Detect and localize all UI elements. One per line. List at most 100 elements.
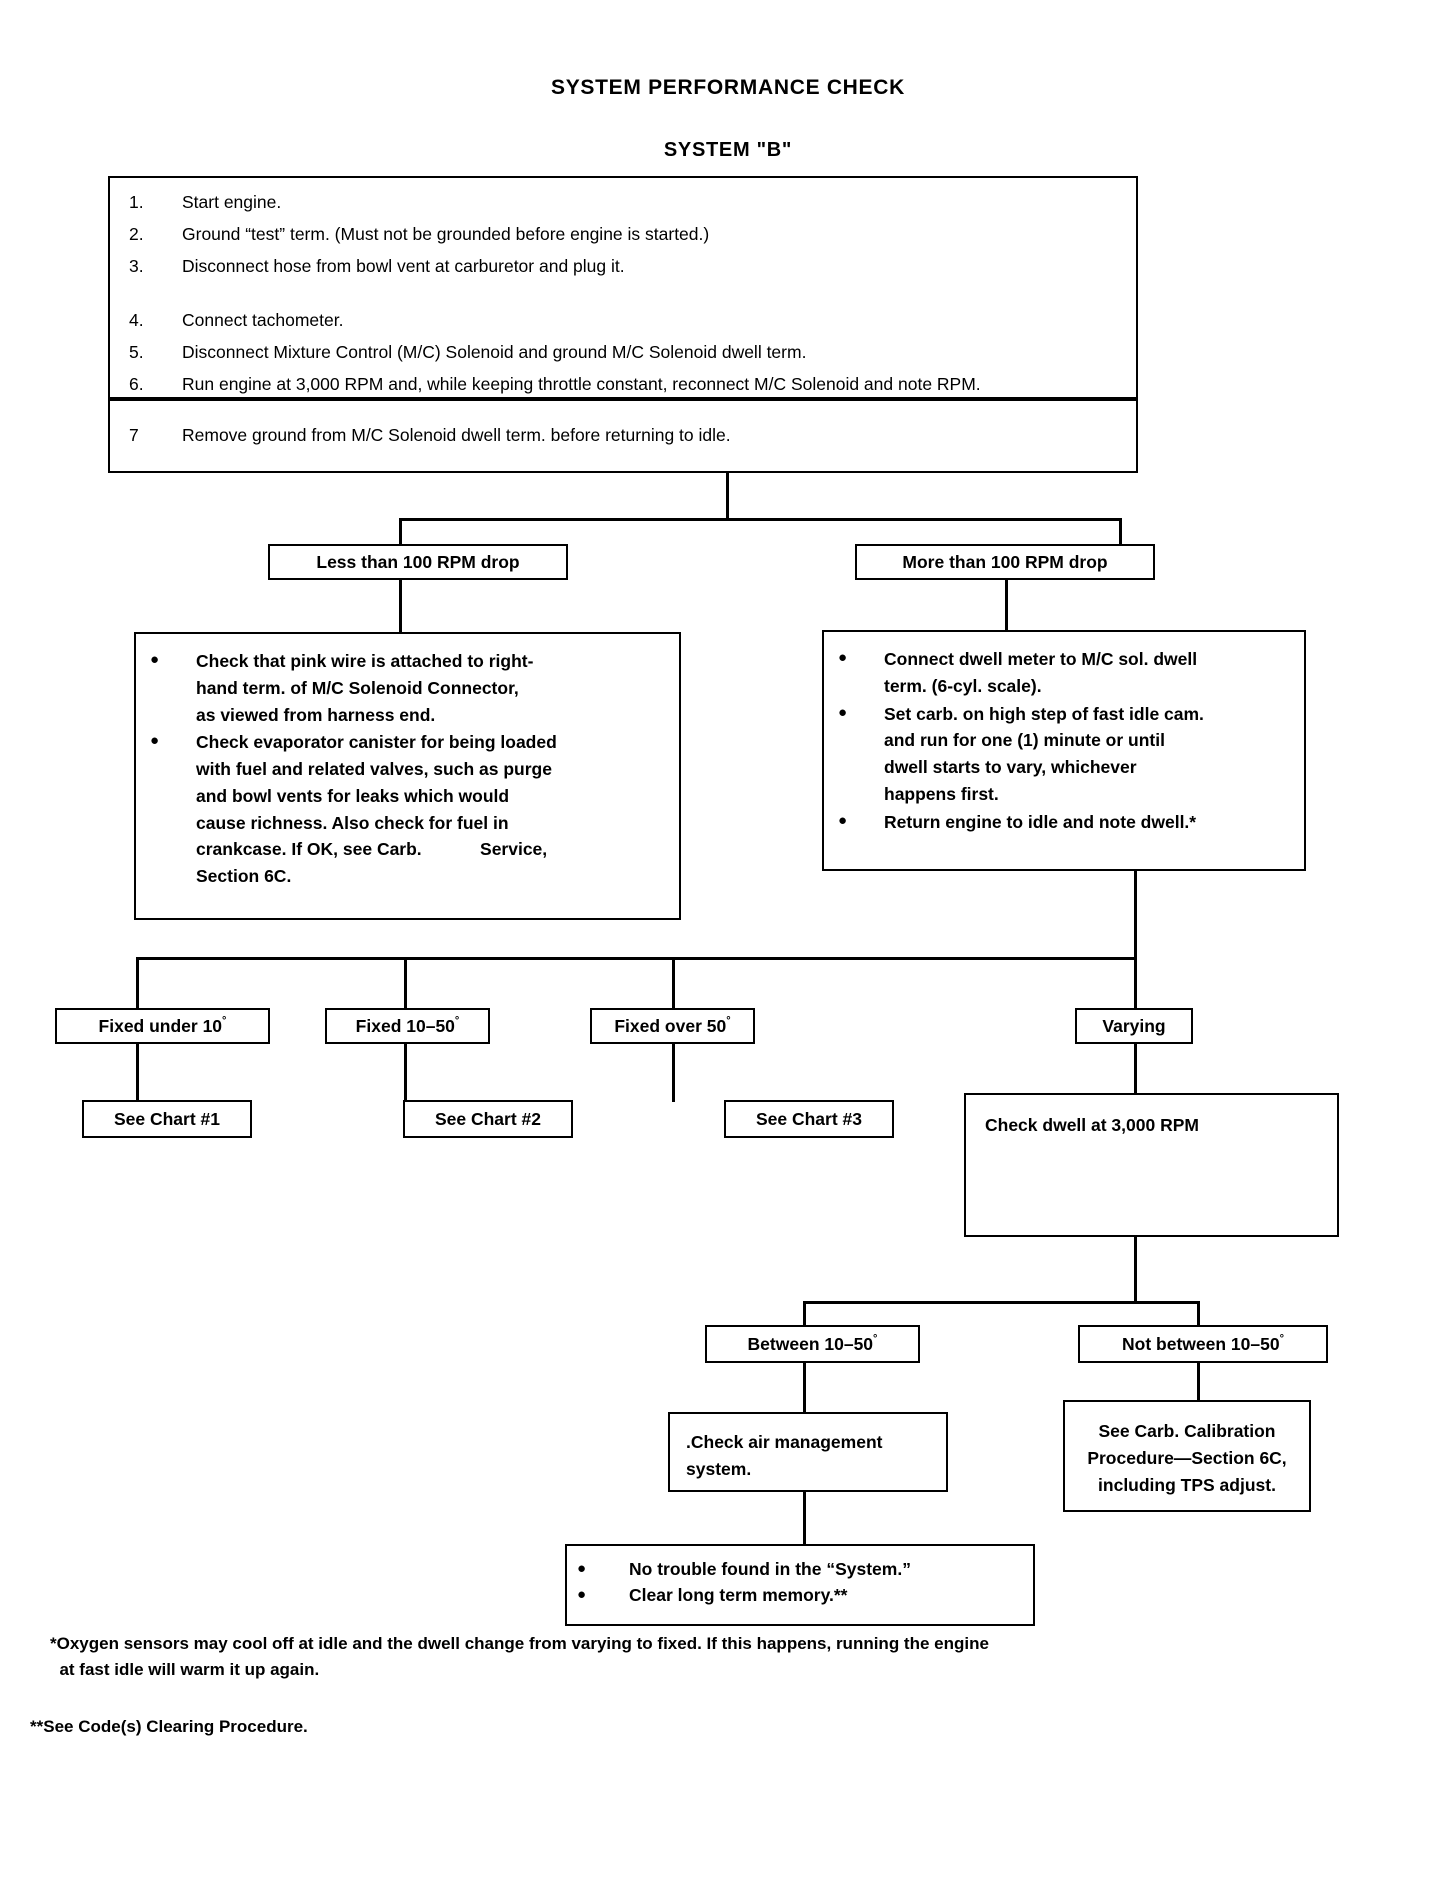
step-number: 2. — [129, 224, 144, 244]
connector-less-down — [399, 518, 402, 548]
bullet-dot-icon: ● — [150, 651, 160, 668]
bullet-item: ● Set carb. on high step of fast idle ca… — [838, 701, 1294, 808]
bullet-text: Check evaporator canister for being load… — [196, 729, 669, 890]
bullet-dot-icon: ● — [577, 1586, 587, 1604]
result-fixed-10-50[interactable]: Fixed 10–50° — [325, 1008, 490, 1044]
step-number: 4. — [129, 310, 144, 330]
step-text: Remove ground from M/C Solenoid dwell te… — [182, 425, 731, 445]
step-number: 3. — [129, 256, 144, 276]
bullet-line: Set carb. on high step of fast idle cam. — [884, 703, 1204, 724]
bullet-text: Return engine to idle and note dwell.* — [884, 809, 1294, 836]
bullet-line: with fuel and related valves, such as pu… — [196, 759, 552, 780]
bullet-line: and bowl vents for leaks which would — [196, 785, 510, 806]
branch-label: More than 100 RPM drop — [902, 551, 1108, 572]
footnote-line: **See Code(s) Clearing Procedure. — [30, 1717, 308, 1736]
connector-dwell-branch-split — [803, 1301, 1200, 1304]
chart-ref-label: See Chart #2 — [434, 1108, 542, 1129]
connector-air-to-notrouble — [803, 1492, 806, 1556]
bullet-item: ● Check evaporator canister for being lo… — [150, 729, 669, 890]
see-chart-2-box[interactable]: See Chart #2 — [403, 1100, 573, 1138]
connector-between-down — [803, 1301, 806, 1328]
see-chart-1-box[interactable]: See Chart #1 — [82, 1100, 252, 1138]
bullet-line: hand term. of M/C Solenoid Connector, — [196, 677, 519, 698]
procedure-steps-box: 1. Start engine. 2. Ground “test” term. … — [108, 176, 1138, 399]
bullet-line: Return engine to idle and note dwell.* — [884, 811, 1197, 832]
bullet-line: cause richness. Also check for fuel in — [196, 812, 509, 833]
connector-steps-down — [726, 473, 729, 518]
air-management-line: .Check air management — [686, 1432, 883, 1452]
step-text: Ground “test” term. (Must not be grounde… — [182, 224, 710, 244]
procedure-step7-box: 7 Remove ground from M/C Solenoid dwell … — [108, 399, 1138, 473]
step-number: 1. — [129, 192, 144, 212]
bullet-line: Clear long term memory.** — [629, 1585, 848, 1606]
connector-to-chart2 — [404, 1044, 407, 1102]
check-dwell-line: Check dwell at 3,000 RPM — [985, 1115, 1199, 1135]
bullet-item: ● Clear long term memory.** — [577, 1583, 1025, 1608]
bullet-line: Connect dwell meter to M/C sol. dwell — [884, 649, 1198, 669]
footnote-oxygen-sensors: *Oxygen sensors may cool off at idle and… — [50, 1631, 1410, 1684]
result-varying[interactable]: Varying — [1075, 1008, 1193, 1044]
bullet-text: Set carb. on high step of fast idle cam.… — [884, 701, 1294, 808]
connector-not-between-down — [1197, 1301, 1200, 1328]
page-title: SYSTEM PERFORMANCE CHECK — [551, 76, 905, 99]
result-label: Fixed under 10 — [98, 1015, 223, 1036]
branch-more-than-100-rpm[interactable]: More than 100 RPM drop — [855, 544, 1155, 580]
branch-label: Not between 10–50 — [1122, 1333, 1280, 1354]
bullet-item: ● Return engine to idle and note dwell.* — [838, 809, 1294, 836]
bullet-line: and run for one (1) minute or until — [884, 730, 1165, 751]
check-air-management-box: .Check air management system. — [668, 1412, 948, 1492]
connector-fixed-under-down — [136, 957, 139, 1011]
connector-less-to-checks — [399, 580, 402, 632]
bullet-text: Check that pink wire is attached to righ… — [196, 648, 669, 728]
connector-rpm-split — [399, 518, 1122, 521]
connector-dwell-results-split — [136, 957, 1136, 960]
connector-more-down — [1119, 518, 1122, 548]
bullet-dot-icon: ● — [150, 732, 160, 750]
step-text: Disconnect Mixture Control (M/C) Solenoi… — [182, 342, 807, 362]
footnote-clearing-procedure: **See Code(s) Clearing Procedure. — [30, 1714, 1390, 1740]
carb-calibration-line: See Carb. Calibration — [1098, 1421, 1276, 1441]
result-fixed-over-50[interactable]: Fixed over 50° — [590, 1008, 755, 1044]
step-text: Disconnect hose from bowl vent at carbur… — [182, 256, 625, 276]
bullet-line: as viewed from harness end. — [196, 704, 436, 725]
branch-not-between-10-50[interactable]: Not between 10–50° — [1078, 1325, 1328, 1363]
see-chart-3-box[interactable]: See Chart #3 — [724, 1100, 894, 1138]
bullet-text: No trouble found in the “System.” — [629, 1557, 1025, 1582]
result-label: Fixed 10–50 — [355, 1015, 455, 1036]
bullet-item: ● Connect dwell meter to M/C sol. dwell … — [838, 646, 1294, 700]
connector-between-to-air — [803, 1363, 806, 1425]
bullet-item: ● No trouble found in the “System.” — [577, 1557, 1025, 1582]
connector-more-to-checks — [1005, 580, 1008, 630]
connector-fixed-mid-down — [404, 957, 407, 1011]
bullet-line: No trouble found in the “System.” — [629, 1559, 911, 1579]
branch-less-than-100-rpm[interactable]: Less than 100 RPM drop — [268, 544, 568, 580]
chart-ref-label: See Chart #1 — [113, 1108, 221, 1129]
bullet-line: term. (6-cyl. scale). — [884, 675, 1042, 696]
bullet-line: Section 6C. — [196, 866, 292, 887]
bullet-text: Connect dwell meter to M/C sol. dwell te… — [884, 646, 1294, 700]
connector-varying-down — [1134, 957, 1137, 1011]
step-number: 6. — [129, 374, 144, 394]
carb-calibration-line: including TPS adjust. — [1098, 1475, 1276, 1496]
branch-between-10-50[interactable]: Between 10–50° — [705, 1325, 920, 1363]
step-text: Run engine at 3,000 RPM and, while keepi… — [182, 374, 981, 394]
step-text: Connect tachometer. — [182, 310, 344, 330]
bullet-line: Check that pink wire is attached to righ… — [196, 651, 534, 671]
connector-checkdwell-down — [1134, 1237, 1137, 1301]
branch-label: Less than 100 RPM drop — [316, 551, 520, 572]
chart-ref-label: See Chart #3 — [755, 1108, 863, 1129]
bullet-dot-icon: ● — [577, 1560, 587, 1577]
carb-calibration-line: Procedure—Section 6C, — [1087, 1448, 1287, 1469]
bullet-line: Check evaporator canister for being load… — [196, 732, 557, 753]
result-label: Varying — [1102, 1015, 1166, 1036]
connector-to-chart3 — [672, 1044, 675, 1102]
bullet-dot-icon: ● — [838, 811, 848, 829]
bullet-line: dwell starts to vary, whichever — [884, 757, 1137, 778]
result-label: Fixed over 50 — [614, 1015, 727, 1036]
page-subtitle: SYSTEM "B" — [663, 139, 793, 161]
result-fixed-under-10[interactable]: Fixed under 10° — [55, 1008, 270, 1044]
bullet-dot-icon: ● — [838, 703, 848, 721]
carb-calibration-box: See Carb. Calibration Procedure—Section … — [1063, 1400, 1311, 1512]
right-checks-box: ● Connect dwell meter to M/C sol. dwell … — [822, 630, 1306, 871]
